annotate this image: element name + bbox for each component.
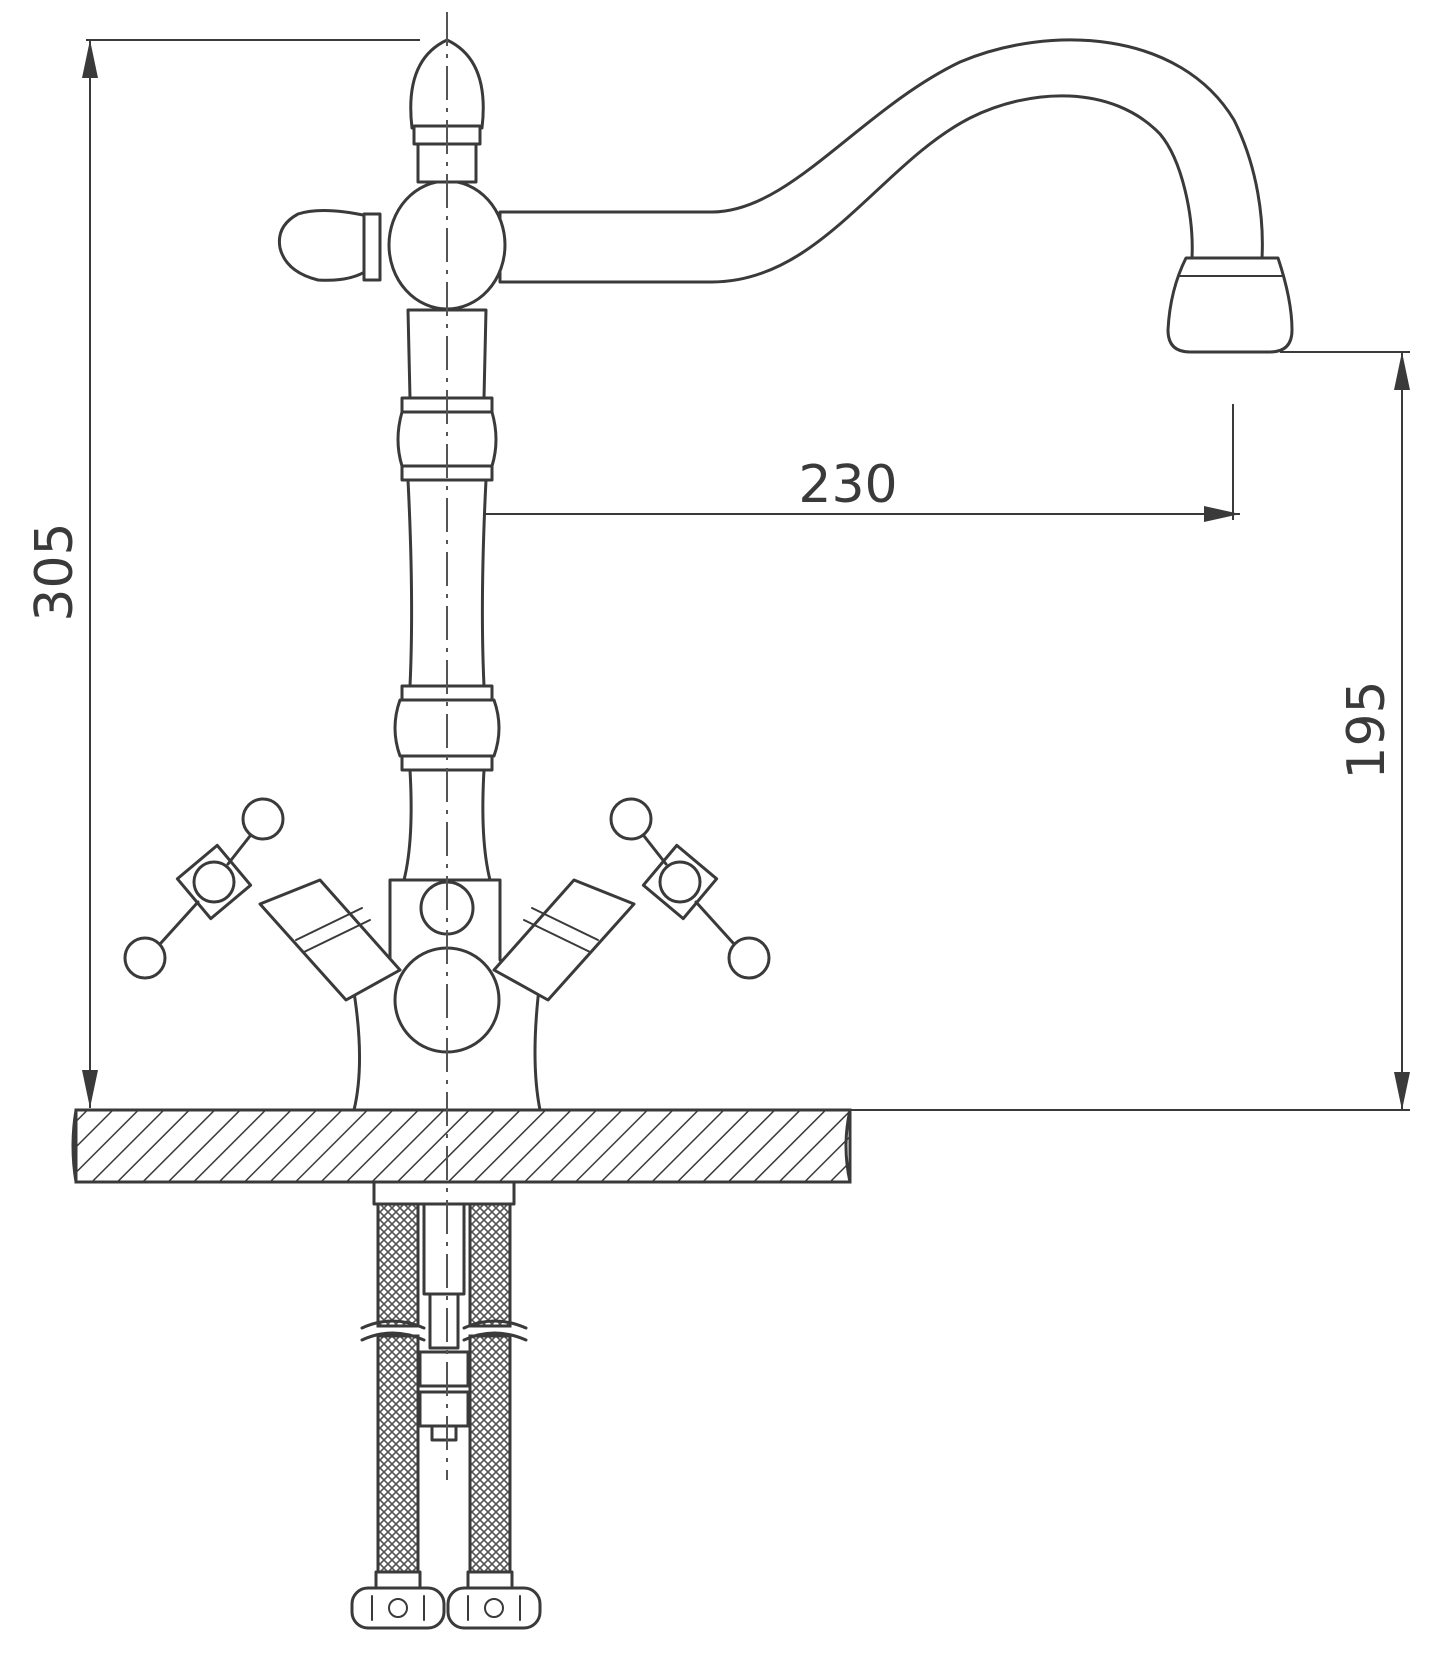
mounting-hardware [350, 1180, 542, 1630]
spout-reach-label: 230 [798, 455, 897, 515]
right-cross-handle [492, 797, 771, 1002]
spout-height-label: 195 [1337, 680, 1397, 779]
countertop [71, 1108, 852, 1184]
total-height-label: 305 [25, 522, 85, 621]
spout [498, 38, 1294, 354]
dimension-spout-height: 195 [840, 351, 1410, 1111]
left-cross-handle [123, 797, 402, 1002]
dimension-spout-reach: 230 [440, 404, 1240, 522]
dimension-total-height: 305 [25, 39, 420, 1108]
side-lever-handle [277, 208, 382, 282]
